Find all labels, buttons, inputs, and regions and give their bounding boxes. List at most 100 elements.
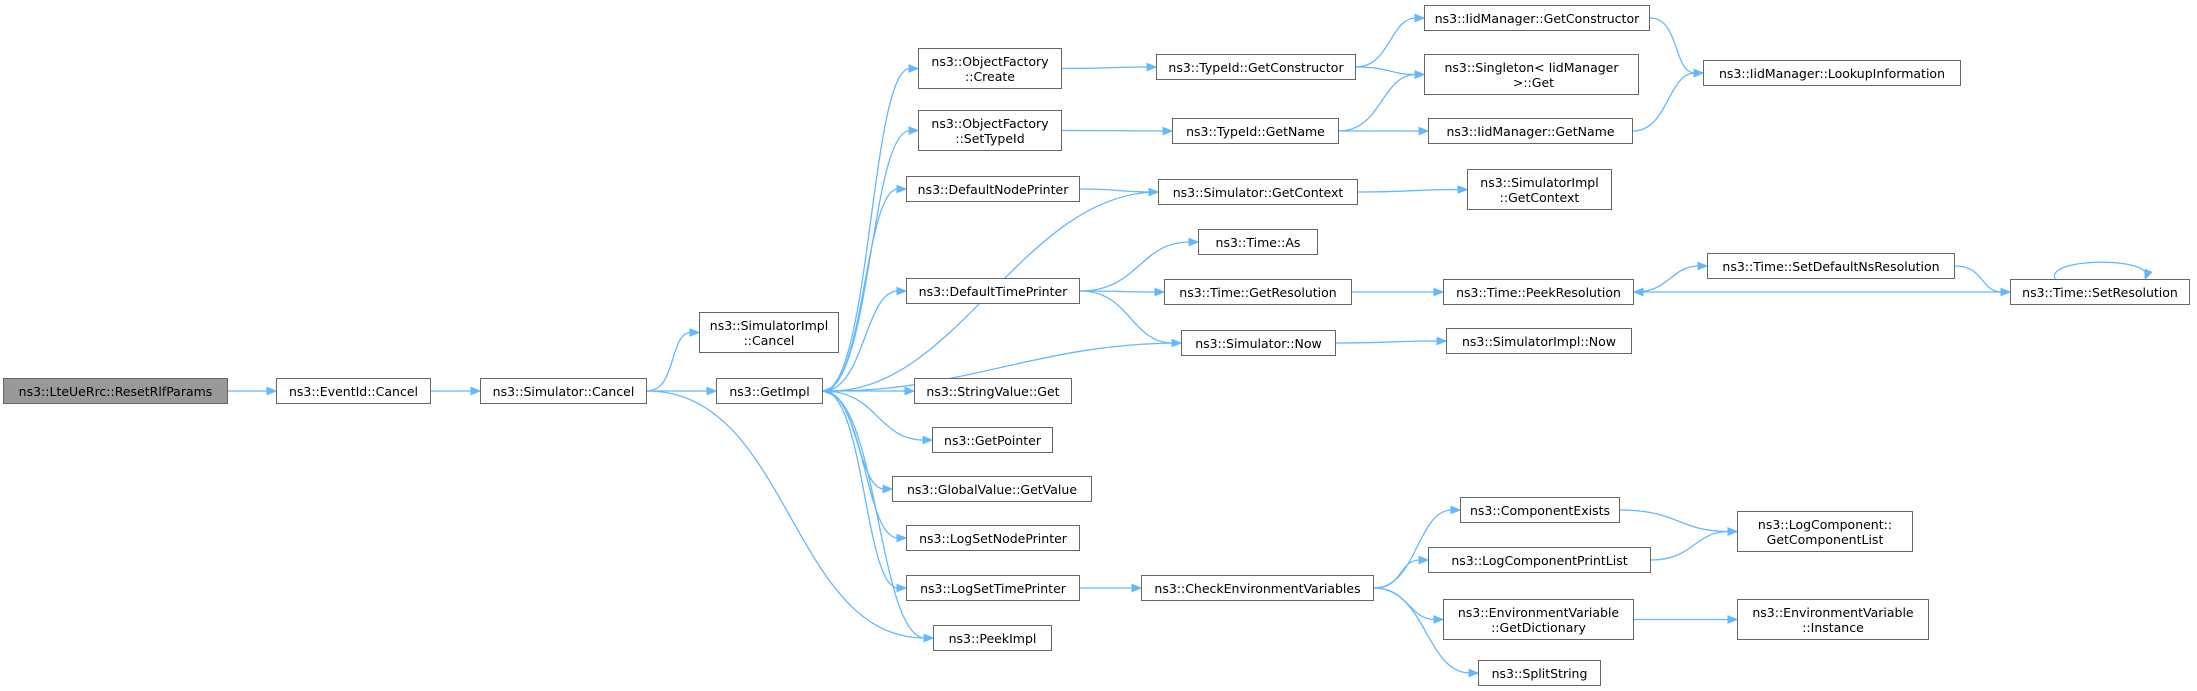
node-singleton-get[interactable]: ns3::Singleton< IidManager >::Get: [1424, 54, 1639, 95]
arrowhead-getimpl-to-deftimeprinter: [896, 286, 908, 296]
edge-iid-getname-to-iid-lookupinformation: [1632, 72, 1696, 132]
node-logcomponent-getcomponentlist[interactable]: ns3::LogComponent:: GetComponentList: [1737, 511, 1913, 552]
edge-typeid-getconstructor-to-iid-getconstructor: [1355, 17, 1417, 68]
edge-sim-now-to-simimpl-now: [1335, 340, 1439, 344]
arrowhead-getimpl-to-logsettimeprinter: [896, 583, 908, 593]
node-envvar-instance[interactable]: ns3::EnvironmentVariable ::Instance: [1737, 599, 1929, 640]
edge-typeid-getname-to-singleton-get: [1338, 73, 1417, 132]
node-typeid-getname[interactable]: ns3::TypeId::GetName: [1172, 118, 1339, 144]
arrowhead-sim-getcontext-to-simimpl-getcontext: [1457, 185, 1469, 194]
node-sim-getcontext[interactable]: ns3::Simulator::GetContext: [1158, 179, 1358, 205]
arrowhead-getimpl-to-defnodeprinter: [896, 184, 908, 194]
arrowhead-checkenv-to-envvar-getdictionary: [1433, 615, 1445, 624]
arrowhead-getimpl-to-of-settypeid: [908, 126, 920, 135]
edge-getimpl-to-deftimeprinter: [822, 290, 899, 392]
node-defnodeprinter[interactable]: ns3::DefaultNodePrinter: [906, 176, 1080, 202]
edge-getimpl-to-globalvalue-getvalue: [822, 390, 885, 490]
arrowhead-time-setresolution-to-time-peekresolution: [1632, 287, 1644, 297]
arrowhead-of-settypeid-to-typeid-getname: [1162, 126, 1174, 136]
arrowhead-of-create-to-typeid-getconstructor: [1146, 62, 1158, 72]
arrowhead-deftimeprinter-to-time-getresolution: [1154, 287, 1166, 297]
edge-getimpl-to-getpointer: [822, 390, 925, 441]
arrowhead-logsettimeprinter-to-checkenv: [1131, 583, 1143, 593]
edge-deftimeprinter-to-time-getresolution: [1079, 290, 1157, 293]
edge-sim-now-to-getimpl: [830, 342, 1182, 392]
node-globalvalue-getvalue[interactable]: ns3::GlobalValue::GetValue: [892, 476, 1092, 502]
node-eventid-cancel[interactable]: ns3::EventId::Cancel: [276, 378, 431, 404]
arrowhead-time-getresolution-to-time-peekresolution: [1433, 287, 1445, 297]
arrowhead-envvar-getdictionary-to-envvar-instance: [1727, 615, 1739, 624]
node-iid-lookupinformation[interactable]: ns3::IidManager::LookupInformation: [1703, 60, 1961, 86]
arrowhead-logcomponentprintlist-to-logcomponent-getcomponentlist: [1727, 527, 1739, 536]
node-of-create[interactable]: ns3::ObjectFactory ::Create: [918, 48, 1062, 89]
edge-time-setdefaultnsresolution-to-time-setresolution: [1954, 265, 2003, 293]
arrowhead-sim-cancel-to-simimpl-cancel: [689, 328, 701, 337]
edge-sim-getcontext-to-simimpl-getcontext: [1357, 188, 1460, 193]
edge-time-peekresolution-to-time-setdefaultnsresolution: [1633, 265, 1700, 293]
root-node: ns3::LteUeRrc::ResetRlfParams: [3, 378, 228, 404]
arrowhead-getimpl-to-peekimpl: [923, 633, 935, 643]
node-time-as[interactable]: ns3::Time::As: [1198, 229, 1318, 255]
node-simimpl-now[interactable]: ns3::SimulatorImpl::Now: [1446, 328, 1632, 354]
node-time-peekresolution[interactable]: ns3::Time::PeekResolution: [1443, 279, 1634, 305]
arrowhead-checkenv-to-componentexists: [1450, 505, 1462, 515]
node-logcomponentprintlist[interactable]: ns3::LogComponentPrintList: [1428, 547, 1651, 573]
edge-checkenv-to-envvar-getdictionary: [1373, 587, 1436, 621]
edge-of-create-to-typeid-getconstructor: [1061, 66, 1149, 70]
edge-getimpl-to-peekimpl: [822, 390, 926, 639]
edge-checkenv-to-logcomponentprintlist: [1373, 559, 1421, 589]
node-logsetnodeprinter[interactable]: ns3::LogSetNodePrinter: [906, 525, 1080, 551]
arrowhead-time-setresolution-to-time-setresolution: [2144, 268, 2153, 281]
node-logsettimeprinter[interactable]: ns3::LogSetTimePrinter: [906, 575, 1080, 601]
arrowhead-iid-getname-to-iid-lookupinformation: [1693, 68, 1705, 78]
arrowhead-time-peekresolution-to-time-setdefaultnsresolution: [1697, 261, 1709, 271]
arrowhead-getimpl-to-stringvalue-get: [904, 386, 916, 396]
node-simimpl-getcontext[interactable]: ns3::SimulatorImpl ::GetContext: [1467, 169, 1612, 210]
edge-sim-cancel-to-peekimpl: [646, 390, 926, 639]
edge-defnodeprinter-to-sim-getcontext: [1079, 188, 1151, 193]
node-splitstring[interactable]: ns3::SplitString: [1478, 660, 1601, 686]
node-iid-getconstructor[interactable]: ns3::IidManager::GetConstructor: [1424, 5, 1650, 31]
arrowhead-typeid-getname-to-iid-getname: [1418, 126, 1430, 136]
node-componentexists[interactable]: ns3::ComponentExists: [1460, 497, 1620, 523]
edge-typeid-getconstructor-to-singleton-get: [1355, 66, 1417, 76]
node-getimpl[interactable]: ns3::GetImpl: [716, 378, 823, 404]
node-sim-now[interactable]: ns3::Simulator::Now: [1181, 330, 1336, 356]
edge-logcomponentprintlist-to-logcomponent-getcomponentlist: [1650, 530, 1730, 561]
edge-componentexists-to-logcomponent-getcomponentlist: [1619, 509, 1730, 533]
edge-getimpl-to-logsetnodeprinter: [822, 390, 899, 539]
arrowhead-typeid-getname-to-singleton-get: [1414, 70, 1426, 79]
node-iid-getname[interactable]: ns3::IidManager::GetName: [1428, 118, 1633, 144]
edge-sim-cancel-to-simimpl-cancel: [646, 331, 692, 392]
node-checkenv[interactable]: ns3::CheckEnvironmentVariables: [1141, 575, 1374, 601]
node-time-setdefaultnsresolution[interactable]: ns3::Time::SetDefaultNsResolution: [1707, 253, 1955, 279]
arrowhead-checkenv-to-splitstring: [1468, 668, 1480, 678]
edge-getimpl-to-of-create: [822, 67, 911, 392]
node-time-getresolution[interactable]: ns3::Time::GetResolution: [1164, 279, 1352, 305]
node-sim-cancel[interactable]: ns3::Simulator::Cancel: [480, 378, 647, 404]
arrowhead-sim-cancel-to-getimpl: [706, 386, 718, 396]
node-envvar-getdictionary[interactable]: ns3::EnvironmentVariable ::GetDictionary: [1443, 599, 1634, 640]
node-getpointer[interactable]: ns3::GetPointer: [932, 427, 1053, 453]
node-deftimeprinter[interactable]: ns3::DefaultTimePrinter: [906, 278, 1080, 304]
node-peekimpl[interactable]: ns3::PeekImpl: [933, 625, 1052, 651]
node-typeid-getconstructor[interactable]: ns3::TypeId::GetConstructor: [1156, 54, 1356, 80]
edge-of-settypeid-to-typeid-getname: [1061, 129, 1165, 132]
edge-iid-getconstructor-to-iid-lookupinformation: [1649, 17, 1696, 74]
node-time-setresolution[interactable]: ns3::Time::SetResolution: [2010, 279, 2190, 305]
edge-deftimeprinter-to-time-as: [1079, 241, 1191, 292]
edge-checkenv-to-splitstring: [1373, 587, 1471, 674]
arrowhead-getimpl-to-logsetnodeprinter: [896, 533, 908, 543]
arrowhead-sim-now-to-getimpl: [821, 386, 833, 396]
arrowhead-getimpl-to-of-create: [908, 64, 920, 73]
edge-deftimeprinter-to-sim-now: [1079, 290, 1174, 344]
arrowhead-typeid-getconstructor-to-iid-getconstructor: [1414, 13, 1426, 23]
node-stringvalue-get[interactable]: ns3::StringValue::Get: [914, 378, 1072, 404]
edge-getimpl-to-defnodeprinter: [822, 188, 899, 392]
arrowhead-getimpl-to-globalvalue-getvalue: [882, 484, 894, 494]
node-of-settypeid[interactable]: ns3::ObjectFactory ::SetTypeId: [918, 110, 1062, 151]
node-simimpl-cancel[interactable]: ns3::SimulatorImpl ::Cancel: [699, 312, 839, 353]
arrowhead-sim-now-to-simimpl-now: [1436, 336, 1448, 346]
